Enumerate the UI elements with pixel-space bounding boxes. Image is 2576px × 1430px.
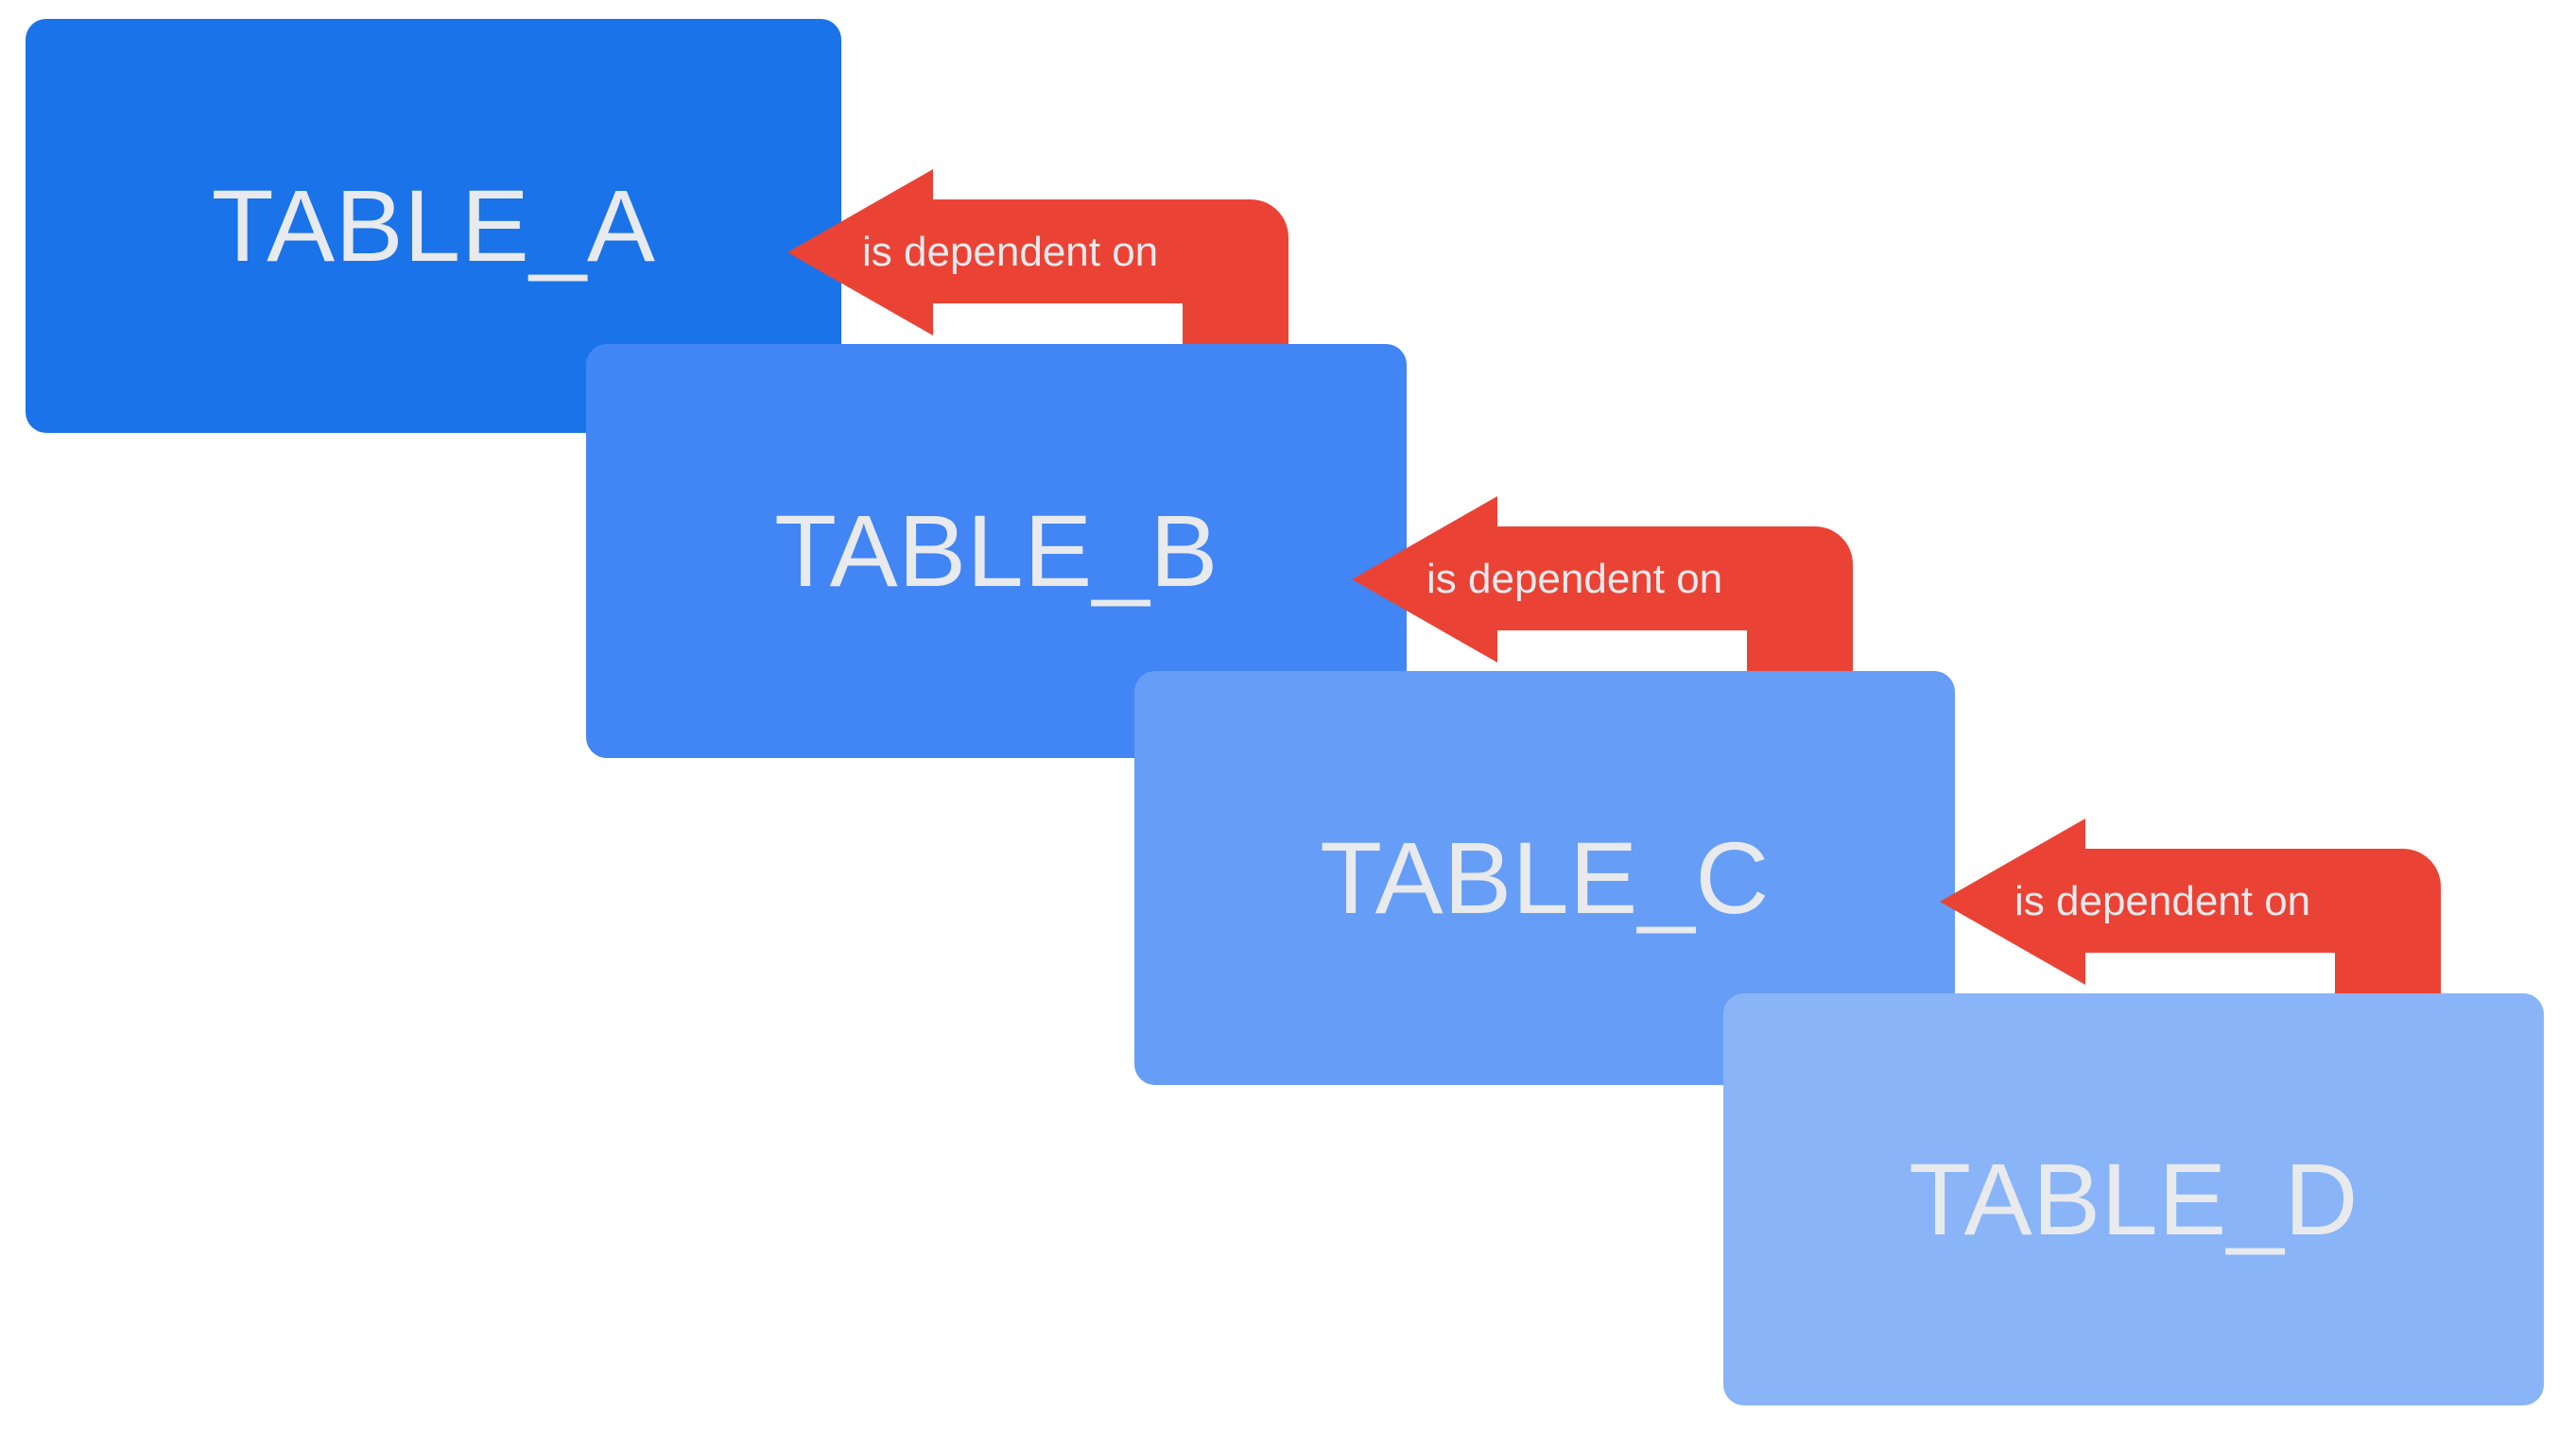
edge-label-table-c-to-table-b: is dependent on xyxy=(1426,556,1723,602)
node-label: TABLE_D xyxy=(1909,1142,2359,1256)
edge-label-table-b-to-table-a: is dependent on xyxy=(862,229,1159,275)
node-table-d[interactable]: TABLE_D xyxy=(1723,993,2544,1405)
node-label: TABLE_A xyxy=(211,168,656,283)
node-label: TABLE_B xyxy=(774,493,1219,608)
node-label: TABLE_C xyxy=(1320,820,1770,935)
edge-label-table-d-to-table-c: is dependent on xyxy=(2014,878,2311,924)
